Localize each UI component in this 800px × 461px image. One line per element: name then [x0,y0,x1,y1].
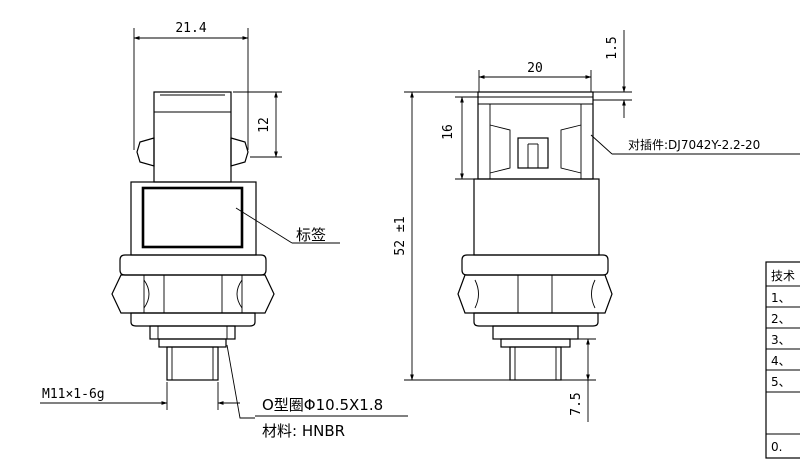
tech-table-header: 技术 [771,269,795,283]
dim-height-top-text: 12 [257,117,272,133]
dim-height-connector: 16 [441,96,478,180]
callout-mating-connector: 对插件:DJ7042Y-2.2-20 [590,134,800,155]
dim-thread-length-text: 7.5 [569,392,584,415]
dim-width-connector: 20 [478,61,592,92]
side-view [457,91,613,381]
dim-thread-text: M11×1-6g [42,387,105,402]
dim-thread: M11×1-6g [40,382,240,410]
tech-table-row: 3、 [771,333,791,347]
tech-table: 技术 1、 2、 3、 4、 5、 0. [765,261,800,459]
dim-height-connector-text: 16 [441,124,456,140]
mating-connector-text: 对插件:DJ7042Y-2.2-20 [628,138,760,152]
tech-table-row: 1、 [771,291,791,305]
dim-gap-text: 1.5 [605,36,620,59]
dim-total-length-text: 52 ±1 [393,216,408,255]
dim-width-top: 21.4 [133,21,249,150]
dim-height-top: 12 [233,91,282,158]
dim-gap: 1.5 [593,30,632,118]
label-tag-text: 标签 [296,226,326,244]
tech-table-row: 4、 [771,354,791,368]
callout-label-tag: 标签 [235,207,340,244]
dim-width-connector-text: 20 [527,61,543,76]
callout-oring: O型圈Φ10.5X1.8 材料: HNBR [226,344,408,440]
oring-text: O型圈Φ10.5X1.8 [262,396,383,414]
material-text: 材料: HNBR [262,422,345,440]
tech-table-row: 5、 [771,375,791,389]
dim-width-top-text: 21.4 [175,21,206,36]
tech-table-row: 2、 [771,312,791,326]
dim-thread-length: 7.5 [561,338,596,422]
tech-table-row: 0. [771,440,782,454]
label-area [141,186,244,249]
dim-total-length: 52 ±1 [393,91,510,381]
front-view [111,91,275,381]
